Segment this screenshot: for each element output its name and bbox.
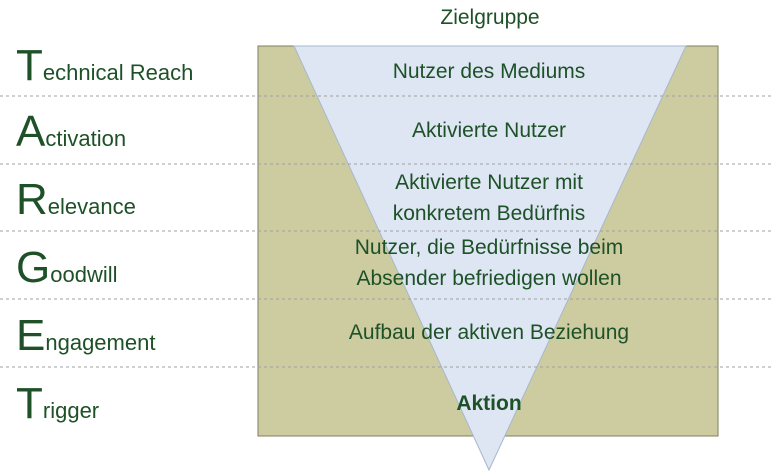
acronym-row-activation: Activation [16, 110, 126, 170]
stage-line: Aktion [456, 392, 522, 415]
stage-line: Aufbau der aktiven Beziehung [348, 321, 630, 344]
stage-label-3: Aktivierte Nutzer mit konkretem Bedürfnis [296, 167, 682, 229]
acronym-letter: R [16, 175, 48, 224]
acronym-row-goodwill: Goodwill [16, 246, 118, 306]
stage-line: konkretem Bedürfnis [392, 202, 586, 225]
acronym-letter: G [16, 243, 51, 292]
acronym-letter: A [16, 107, 46, 156]
stage-line: Aktivierte Nutzer mit [395, 171, 583, 194]
acronym-word: ctivation [45, 126, 127, 151]
funnel-triangle [293, 45, 687, 472]
stage-label-6: Aktion [296, 388, 682, 419]
acronym-word: echnical Reach [42, 60, 194, 85]
acronym-row-technical-reach: Technical Reach [16, 44, 193, 104]
acronym-word: ngagement [45, 330, 156, 355]
acronym-word: rigger [42, 398, 100, 423]
acronym-word: oodwill [50, 262, 118, 287]
stage-line: Aktivierte Nutzer [411, 119, 567, 142]
stage-label-2: Aktivierte Nutzer [296, 115, 682, 146]
stage-line: Nutzer, die Bedürfnisse beim [354, 236, 624, 259]
acronym-word: elevance [47, 194, 136, 219]
stage-line: Absender befriedigen wollen [356, 267, 622, 290]
stage-label-1: Nutzer des Mediums [296, 56, 682, 87]
acronym-row-trigger: Trigger [16, 382, 99, 442]
acronym-letter: T [16, 379, 43, 428]
target-group-label: Zielgruppe [440, 6, 540, 29]
stage-line: Nutzer des Mediums [392, 60, 586, 83]
acronym-row-relevance: Relevance [16, 178, 136, 238]
acronym-letter: E [16, 311, 46, 360]
acronym-letter: T [16, 41, 43, 90]
stage-label-5: Aufbau der aktiven Beziehung [296, 317, 682, 348]
acronym-row-engagement: Engagement [16, 314, 155, 374]
